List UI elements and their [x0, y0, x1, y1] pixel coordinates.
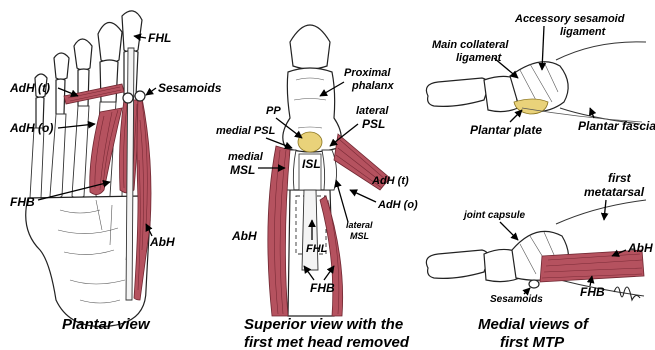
medial-view-panel: Accessory sesamoid ligament Main collate… — [426, 13, 655, 350]
label-plantar-adh-t: AdH (t) — [9, 81, 50, 95]
superior-plantar-plate — [298, 132, 322, 152]
superior-abh — [268, 146, 290, 316]
label-superior-adh-o: AdH (o) — [377, 199, 418, 211]
superior-view-panel: Proximal phalanx PP lateral PSL medial P… — [216, 25, 418, 350]
plantar-sesamoid-left — [123, 93, 133, 103]
label-superior-fhb: FHB — [310, 281, 335, 295]
label-medial-main-collateral-2: ligament — [456, 52, 503, 64]
caption-plantar: Plantar view — [62, 316, 151, 333]
label-superior-lateral-psl-1: lateral — [356, 105, 389, 117]
caption-medial-2: first MTP — [500, 334, 565, 350]
label-superior-lateral-psl-2: PSL — [362, 117, 385, 131]
superior-distal-phalanx — [290, 25, 330, 69]
label-superior-proximal: Proximal — [344, 67, 391, 79]
label-superior-lateral-msl-2: MSL — [350, 231, 369, 241]
label-medial-accessory-1: Accessory sesamoid — [514, 13, 625, 25]
label-superior-medial-msl-1: medial — [228, 151, 264, 163]
label-superior-adh-t: AdH (t) — [371, 175, 409, 187]
label-plantar-adh-o: AdH (o) — [9, 121, 53, 135]
label-superior-isl: ISL — [302, 157, 321, 171]
label-medial-plantar-fascia: Plantar fascia — [578, 119, 655, 133]
label-plantar-sesamoids: Sesamoids — [158, 81, 222, 95]
label-superior-medial-psl: medial PSL — [216, 125, 276, 137]
medial-lower-view — [426, 200, 646, 296]
label-medial-fhb: FHB — [580, 285, 605, 299]
label-superior-pp: PP — [266, 105, 281, 117]
label-medial-plantar-plate: Plantar plate — [470, 123, 542, 137]
label-plantar-fhl: FHL — [148, 31, 171, 45]
label-superior-fhl: FHL — [306, 243, 328, 255]
label-plantar-fhb: FHB — [10, 195, 35, 209]
label-plantar-abh: AbH — [149, 235, 175, 249]
plantar-view-panel: FHL AdH (t) Sesamoids AdH (o) FHB AbH Pl… — [9, 11, 222, 333]
label-medial-first-2: metatarsal — [584, 185, 645, 199]
caption-superior-1: Superior view with the — [244, 316, 403, 333]
label-superior-lateral-msl-1: lateral — [346, 220, 373, 230]
label-superior-medial-msl-2: MSL — [230, 163, 255, 177]
label-superior-abh: AbH — [231, 229, 257, 243]
superior-fhl-tendon — [302, 190, 318, 270]
label-medial-first-1: first — [608, 171, 632, 185]
label-superior-phalanx: phalanx — [351, 80, 394, 92]
caption-medial-1: Medial views of — [478, 316, 590, 333]
label-medial-main-collateral-1: Main collateral — [432, 39, 509, 51]
caption-superior-2: first met head removed — [244, 334, 410, 350]
plantar-sesamoid-right — [135, 91, 145, 101]
label-medial-accessory-2: ligament — [560, 26, 607, 38]
label-medial-joint-capsule: joint capsule — [462, 210, 526, 221]
plantar-adh-oblique — [90, 108, 122, 195]
medial-sesamoid — [529, 280, 539, 288]
label-medial-sesamoids: Sesamoids — [490, 294, 543, 305]
label-medial-abh: AbH — [627, 241, 653, 255]
